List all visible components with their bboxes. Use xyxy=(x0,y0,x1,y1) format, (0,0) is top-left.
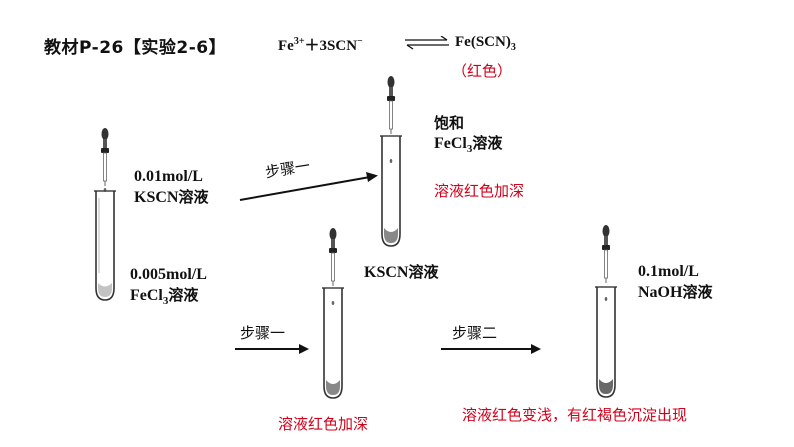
tube3-result: 溶液红色加深 xyxy=(278,415,369,433)
step2-arrow xyxy=(441,344,541,354)
equilibrium-arrow-icon xyxy=(405,36,449,50)
tube3-reagent: KSCN溶液 xyxy=(364,263,439,281)
test-tube-2-with-dropper xyxy=(380,76,402,247)
equation-reactants: Fe3+＋3SCN− xyxy=(278,36,363,54)
step1-lower-label: 步骤一 xyxy=(240,324,286,342)
step1-lower-arrow xyxy=(235,344,309,354)
tube4-result: 溶液红色变浅，有红褐色沉淀出现 xyxy=(462,406,688,424)
test-tube-4-with-dropper xyxy=(595,225,617,398)
tube1-dropper-reagent: 0.01mol/L KSCN溶液 xyxy=(134,168,209,206)
product-color-note: （红色） xyxy=(452,62,513,80)
tube4-reagent: 0.1mol/L NaOH溶液 xyxy=(638,263,713,301)
step1-upper-arrow xyxy=(239,172,378,201)
tube1-tube-reagent: 0.005mol/L FeCl3溶液 xyxy=(130,266,207,308)
test-tube-3-with-dropper xyxy=(322,228,344,399)
page-title: 教材P-26【实验2-6】 xyxy=(44,38,227,58)
tube2-reagent: 饱和 FeCl3溶液 xyxy=(434,114,503,156)
equation-product: Fe(SCN)3 xyxy=(455,34,516,53)
tube2-result: 溶液红色加深 xyxy=(434,182,525,200)
test-tube-1-with-dropper xyxy=(94,128,116,301)
step2-label: 步骤二 xyxy=(452,324,498,342)
